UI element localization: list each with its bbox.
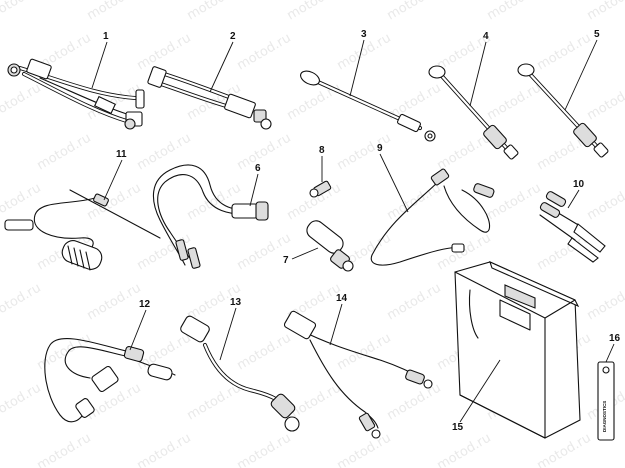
watermark-text: motod.ru [585, 0, 625, 23]
leader-lines [91, 39, 615, 423]
part-13-socket-lead [180, 315, 300, 432]
watermark-text: motod.ru [0, 381, 44, 424]
watermark-text: motod.ru [385, 281, 444, 324]
callout-12: 12 [139, 299, 151, 310]
watermark-text: motod.ru [85, 381, 144, 424]
part-15-carry-case [454, 260, 581, 439]
callout-2: 2 [230, 31, 236, 42]
callout-14: 14 [336, 293, 348, 304]
watermark-text: motod.ru [385, 381, 444, 424]
part-8-connector [309, 180, 332, 198]
watermark-text: motod.ru [235, 431, 294, 468]
watermark-text: motod.ru [235, 31, 294, 74]
watermark-text: motod.ru [85, 281, 144, 324]
watermark-text: motod.ru [35, 431, 94, 468]
callout-labels: 1 2 3 4 5 6 7 8 9 10 11 12 13 14 15 16 [103, 29, 621, 433]
watermark-text: motod.ru [235, 131, 294, 174]
callout-3: 3 [361, 29, 367, 40]
watermark-text: motod.ru [435, 431, 494, 468]
watermark-text: motod.ru [335, 431, 394, 468]
callout-4: 4 [483, 31, 489, 42]
watermark-text: motod.ru [135, 31, 194, 74]
part-11-coil-lead [4, 189, 161, 271]
part-4-probe [428, 65, 519, 160]
callout-5: 5 [594, 29, 600, 40]
part-3-lead [300, 70, 436, 142]
watermark-text: motod.ru [185, 0, 244, 23]
watermark-text: motod.ru [285, 0, 344, 23]
watermark-text: motod.ru [585, 181, 625, 224]
part-7-adaptor [306, 220, 354, 272]
callout-8: 8 [319, 145, 325, 156]
callout-16: 16 [609, 333, 621, 344]
part-2-harness [147, 66, 272, 130]
watermark-text: motod.ru [235, 331, 294, 374]
part-6-twin-lead [152, 164, 269, 269]
watermark-text: motod.ru [0, 81, 44, 124]
callout-15: 15 [452, 422, 464, 433]
watermark-text: motod.ru [485, 181, 544, 224]
watermark-text: motod.ru [0, 0, 44, 23]
callout-11: 11 [116, 149, 127, 160]
callout-9: 9 [377, 143, 383, 154]
watermark-text: motod.ru [285, 81, 344, 124]
watermark-text: motod.ru [0, 181, 44, 224]
tag-label: DIAGNOSTICS [602, 401, 607, 432]
watermark-text: motod.ru [185, 381, 244, 424]
watermark-text: motod.ru [485, 0, 544, 23]
callout-6: 6 [255, 163, 261, 174]
watermark-text: motod.ru [585, 281, 625, 324]
watermark-text: motod.ru [385, 181, 444, 224]
callout-7: 7 [283, 255, 289, 266]
part-5-probe [517, 63, 609, 158]
watermark-text: motod.ru [135, 431, 194, 468]
watermark-text: motod.ru [585, 81, 625, 124]
part-1-harness [7, 58, 145, 130]
watermark-text: motod.ru [335, 131, 394, 174]
watermark-text: motod.ru [85, 0, 144, 23]
part-10-clips [539, 191, 606, 263]
watermark-text: motod.ru [35, 331, 94, 374]
watermark-text: motod.ru [135, 131, 194, 174]
watermark-text: motod.ru [435, 131, 494, 174]
watermark-text: motod.ru [335, 331, 394, 374]
watermark-text: motod.ru [385, 0, 444, 23]
callout-10: 10 [573, 179, 585, 190]
watermark-text: motod.ru [35, 131, 94, 174]
callout-1: 1 [103, 31, 109, 42]
part-14-terminal-lead [283, 310, 433, 439]
callout-13: 13 [230, 297, 242, 308]
part-9-looped-lead [370, 168, 495, 266]
watermark-text: motod.ru [285, 181, 344, 224]
watermark-text: motod.ru [235, 231, 294, 274]
watermark-text: motod.ru [0, 281, 44, 324]
watermark-text: motod.ru [485, 81, 544, 124]
part-12-y-harness [44, 338, 176, 423]
